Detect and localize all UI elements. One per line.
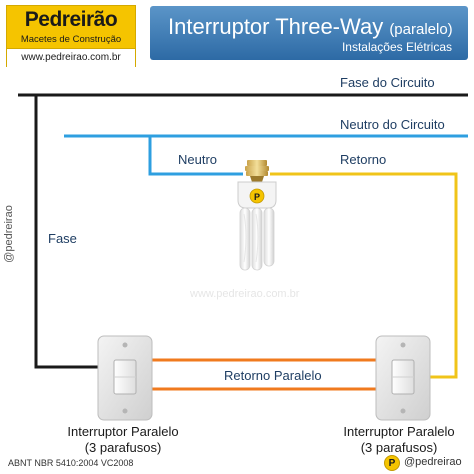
brand-logo[interactable]: Pedreirão Macetes de Construção www.pedr…	[6, 5, 136, 67]
title-main: Interruptor Three-Way	[168, 14, 384, 39]
page-title: Interruptor Three-Way (paralelo)	[168, 14, 453, 40]
wall-switch-icon[interactable]	[97, 335, 153, 421]
wall-switch-icon[interactable]	[375, 335, 431, 421]
logo-tagline: Macetes de Construção	[20, 34, 122, 45]
footer-handle-text: @pedreirao	[404, 456, 462, 468]
label-neutro-circuito: Neutro do Circuito	[340, 117, 445, 132]
label-fase-circuito: Fase do Circuito	[340, 75, 435, 90]
label-retorno-paralelo: Retorno Paralelo	[224, 368, 322, 383]
title-bar: Interruptor Three-Way (paralelo) Instala…	[150, 6, 468, 60]
wire-fase	[34, 95, 100, 369]
footer-badge: P	[384, 455, 400, 471]
page-subtitle: Instalações Elétricas	[341, 40, 452, 54]
switch-right-line2: (3 parafusos)	[360, 440, 438, 455]
footer-norm: ABNT NBR 5410:2004 VC2008	[8, 458, 134, 468]
title-paren: (paralelo)	[389, 21, 453, 38]
switch-right-line1: Interruptor Paralelo	[343, 424, 455, 439]
label-neutro: Neutro	[178, 152, 218, 167]
wire-retorno	[270, 172, 458, 379]
switch-label-right: Interruptor Paralelo (3 parafusos)	[334, 424, 464, 456]
switch-left-line1: Interruptor Paralelo	[67, 424, 179, 439]
label-retorno: Retorno	[340, 152, 387, 167]
wire-neutro	[148, 136, 243, 176]
watermark: www.pedreirao.com.br	[190, 288, 300, 300]
header: Pedreirão Macetes de Construção www.pedr…	[0, 0, 474, 75]
label-fase: Fase	[48, 231, 77, 246]
switch-label-left: Interruptor Paralelo (3 parafusos)	[58, 424, 188, 456]
cfl-bulb-icon: P	[237, 160, 277, 271]
switch-left-line2: (3 parafusos)	[84, 440, 162, 455]
logo-name: Pedreirão	[24, 8, 118, 31]
logo-url: www.pedreirao.com.br	[21, 52, 121, 63]
logo-url-strip: www.pedreirao.com.br	[7, 48, 135, 67]
lamp-badge: P	[254, 192, 260, 202]
